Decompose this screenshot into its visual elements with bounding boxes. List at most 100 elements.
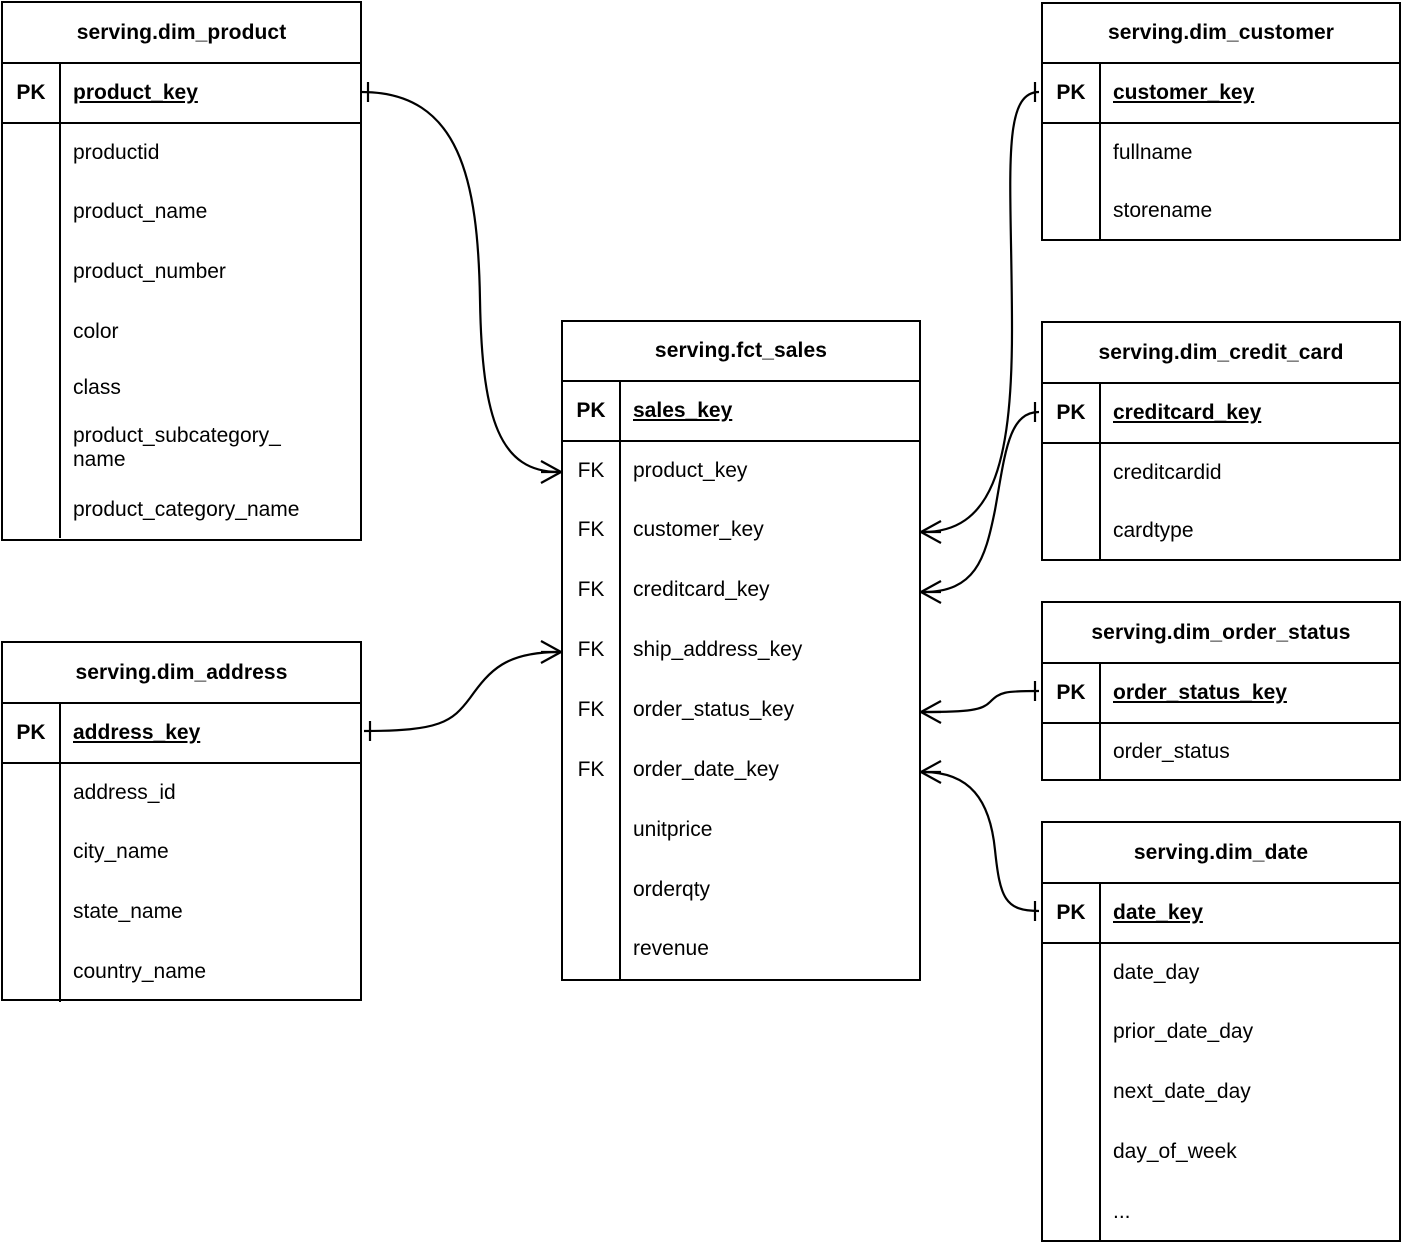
row-fct-sales-revenue: revenue xyxy=(563,920,919,979)
field-customer-key: customer_key xyxy=(633,517,764,541)
field-order-status: order_status xyxy=(1113,740,1230,764)
field-cardtype: cardtype xyxy=(1113,519,1194,543)
key-label-blank xyxy=(1043,1002,1101,1062)
entity-dim-customer[interactable]: serving.dim_customer PK customer_key ful… xyxy=(1041,2,1401,241)
relationship-customer xyxy=(920,82,1040,544)
entity-dim-address[interactable]: serving.dim_address PK address_key addre… xyxy=(1,641,362,1002)
field-product-number: product_number xyxy=(73,259,226,283)
key-label-blank xyxy=(1043,1182,1101,1242)
field-order-date-key: order_date_key xyxy=(633,757,779,781)
row-dim-date-ellipsis: ... xyxy=(1043,1182,1399,1242)
key-label-blank xyxy=(3,764,61,822)
key-label-blank xyxy=(3,242,61,302)
row-dim-date-prior-date-day: prior_date_day xyxy=(1043,1002,1399,1062)
row-dim-address-address-id: address_id xyxy=(3,762,360,822)
entity-title-fct-sales: serving.fct_sales xyxy=(654,339,828,362)
relationship-date xyxy=(920,760,1040,921)
key-label-fk: FK xyxy=(563,740,621,800)
entity-dim-credit-card[interactable]: serving.dim_credit_card PK creditcard_ke… xyxy=(1041,321,1401,561)
field-customer-key: customer_key xyxy=(1113,80,1255,104)
key-label-pk: PK xyxy=(1043,884,1101,942)
entity-title-dim-customer: serving.dim_customer xyxy=(1107,21,1335,44)
row-fct-sales-order-status-key: FK order_status_key xyxy=(563,680,919,740)
row-dim-product-subcategory: product_subcategory_ name xyxy=(3,414,360,482)
field-product-name: product_name xyxy=(73,199,208,223)
row-dim-customer-pk: PK customer_key xyxy=(1043,62,1399,122)
field-more-ellipsis: ... xyxy=(1113,1199,1131,1223)
entity-title-dim-order-status: serving.dim_order_status xyxy=(1091,620,1351,644)
row-fct-sales-pk: PK sales_key xyxy=(563,380,919,440)
field-next-date-day: next_date_day xyxy=(1113,1079,1251,1103)
key-label-fk: FK xyxy=(563,620,621,680)
field-product-key: product_key xyxy=(73,80,198,104)
row-dim-product-pk: PK product_key xyxy=(3,62,360,122)
entity-title-dim-credit-card: serving.dim_credit_card xyxy=(1098,340,1344,364)
crowfoot-address xyxy=(540,640,562,664)
key-label-blank xyxy=(3,124,61,182)
key-label-pk: PK xyxy=(1043,64,1101,122)
key-label-pk: PK xyxy=(3,704,61,762)
row-dim-order-status-order-status: order_status xyxy=(1043,722,1399,781)
entity-dim-date[interactable]: serving.dim_date PK date_key date_day pr… xyxy=(1041,821,1401,1242)
key-label-blank xyxy=(1043,1122,1101,1182)
key-label-blank xyxy=(1043,502,1101,561)
relationship-order-status xyxy=(920,681,1040,724)
row-dim-date-day-of-week: day_of_week xyxy=(1043,1122,1399,1182)
entity-dim-product[interactable]: serving.dim_product PK product_key produ… xyxy=(1,1,362,541)
field-date-key: date_key xyxy=(1113,900,1203,924)
row-fct-sales-ship-address-key: FK ship_address_key xyxy=(563,620,919,680)
key-label-blank xyxy=(1043,1062,1101,1122)
row-fct-sales-unitprice: unitprice xyxy=(563,800,919,860)
crowfoot-customer xyxy=(920,520,942,544)
row-fct-sales-product-key: FK product_key xyxy=(563,440,919,500)
field-address-id: address_id xyxy=(73,780,176,804)
key-label-blank xyxy=(3,822,61,882)
relationship-credit-card xyxy=(920,402,1040,604)
row-fct-sales-creditcard-key: FK creditcard_key xyxy=(563,560,919,620)
key-label-blank xyxy=(3,182,61,242)
key-label-blank xyxy=(1043,124,1101,182)
field-city-name: city_name xyxy=(73,839,169,863)
entity-title-dim-address: serving.dim_address xyxy=(75,660,288,684)
row-dim-credit-card-cardtype: cardtype xyxy=(1043,502,1399,561)
row-dim-date-date-day: date_day xyxy=(1043,942,1399,1002)
key-label-blank xyxy=(3,882,61,942)
row-dim-product-class: class xyxy=(3,362,360,414)
key-label-pk: PK xyxy=(1043,384,1101,442)
field-color: color xyxy=(73,319,119,343)
row-dim-product-category: product_category_name xyxy=(3,482,360,538)
row-dim-credit-card-creditcardid: creditcardid xyxy=(1043,442,1399,502)
field-order-status-key: order_status_key xyxy=(1113,680,1287,704)
row-dim-product-product-number: product_number xyxy=(3,242,360,302)
field-productid: productid xyxy=(73,140,160,164)
row-dim-product-color: color xyxy=(3,302,360,362)
key-label-blank xyxy=(1043,444,1101,502)
field-unitprice: unitprice xyxy=(633,817,713,841)
entity-dim-order-status[interactable]: serving.dim_order_status PK order_status… xyxy=(1041,601,1401,781)
row-fct-sales-order-date-key: FK order_date_key xyxy=(563,740,919,800)
field-ship-address-key: ship_address_key xyxy=(633,637,803,661)
row-dim-credit-card-pk: PK creditcard_key xyxy=(1043,382,1399,442)
row-dim-order-status-pk: PK order_status_key xyxy=(1043,662,1399,722)
row-fct-sales-customer-key: FK customer_key xyxy=(563,500,919,560)
entity-title-dim-date: serving.dim_date xyxy=(1133,840,1309,864)
row-dim-date-next-date-day: next_date_day xyxy=(1043,1062,1399,1122)
row-dim-address-pk: PK address_key xyxy=(3,702,360,762)
key-label-blank xyxy=(563,800,621,860)
row-dim-product-productid: productid xyxy=(3,122,360,182)
field-prior-date-day: prior_date_day xyxy=(1113,1019,1254,1043)
key-label-fk: FK xyxy=(563,560,621,620)
field-creditcard-key: creditcard_key xyxy=(1113,400,1262,424)
field-class: class xyxy=(73,375,121,399)
field-product-category-name: product_category_name xyxy=(73,497,300,521)
key-label-blank xyxy=(3,302,61,362)
field-orderqty: orderqty xyxy=(633,877,711,901)
key-label-pk: PK xyxy=(563,382,621,440)
field-country-name: country_name xyxy=(73,959,207,983)
key-label-fk: FK xyxy=(563,442,621,500)
entity-fct-sales[interactable]: serving.fct_sales PK sales_key FK produc… xyxy=(561,320,921,981)
key-label-blank xyxy=(1043,944,1101,1002)
key-label-blank xyxy=(563,860,621,920)
field-sales-key: sales_key xyxy=(633,398,733,422)
